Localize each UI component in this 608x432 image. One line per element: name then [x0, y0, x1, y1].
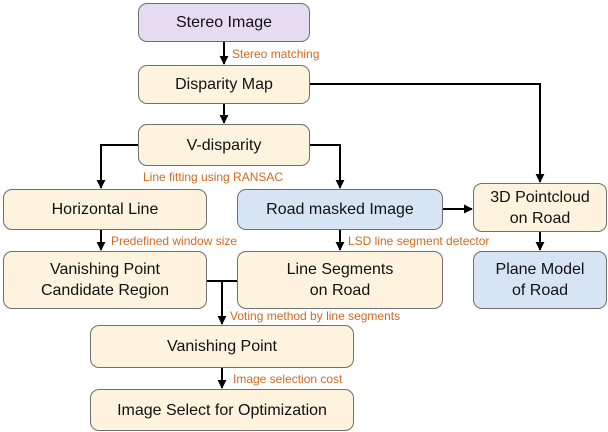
node-image-select: Image Select for Optimization [90, 389, 354, 431]
node-disparity-map: Disparity Map [138, 65, 310, 104]
node-line-segments: Line Segments on Road [237, 251, 443, 309]
arrow-vdisparity-to-horizontal [96, 144, 138, 189]
label-stereo-matching: Stereo matching [232, 47, 320, 61]
node-road-masked-image: Road masked Image [237, 189, 443, 230]
node-vp-candidate-region: Vanishing Point Candidate Region [3, 251, 207, 309]
label-window-size: Predefined window size [111, 234, 238, 248]
node-vanishing-point: Vanishing Point [90, 325, 354, 368]
node-v-disparity: V-disparity [138, 124, 310, 166]
node-stereo-image: Stereo Image [138, 3, 310, 42]
node-3d-pointcloud: 3D Pointcloud on Road [473, 183, 607, 232]
label-voting-method: Voting method by line segments [230, 309, 401, 323]
node-plane-model: Plane Model of Road [473, 251, 607, 309]
arrow-disparity-to-pointcloud [310, 83, 545, 183]
node-horizontal-line: Horizontal Line [3, 189, 207, 230]
arrow-vdisparity-to-road-mask [310, 144, 345, 189]
label-selection-cost: Image selection cost [233, 372, 343, 386]
label-line-fitting: Line fitting using RANSAC [143, 170, 284, 184]
label-lsd-detector: LSD line segment detector [348, 234, 490, 248]
